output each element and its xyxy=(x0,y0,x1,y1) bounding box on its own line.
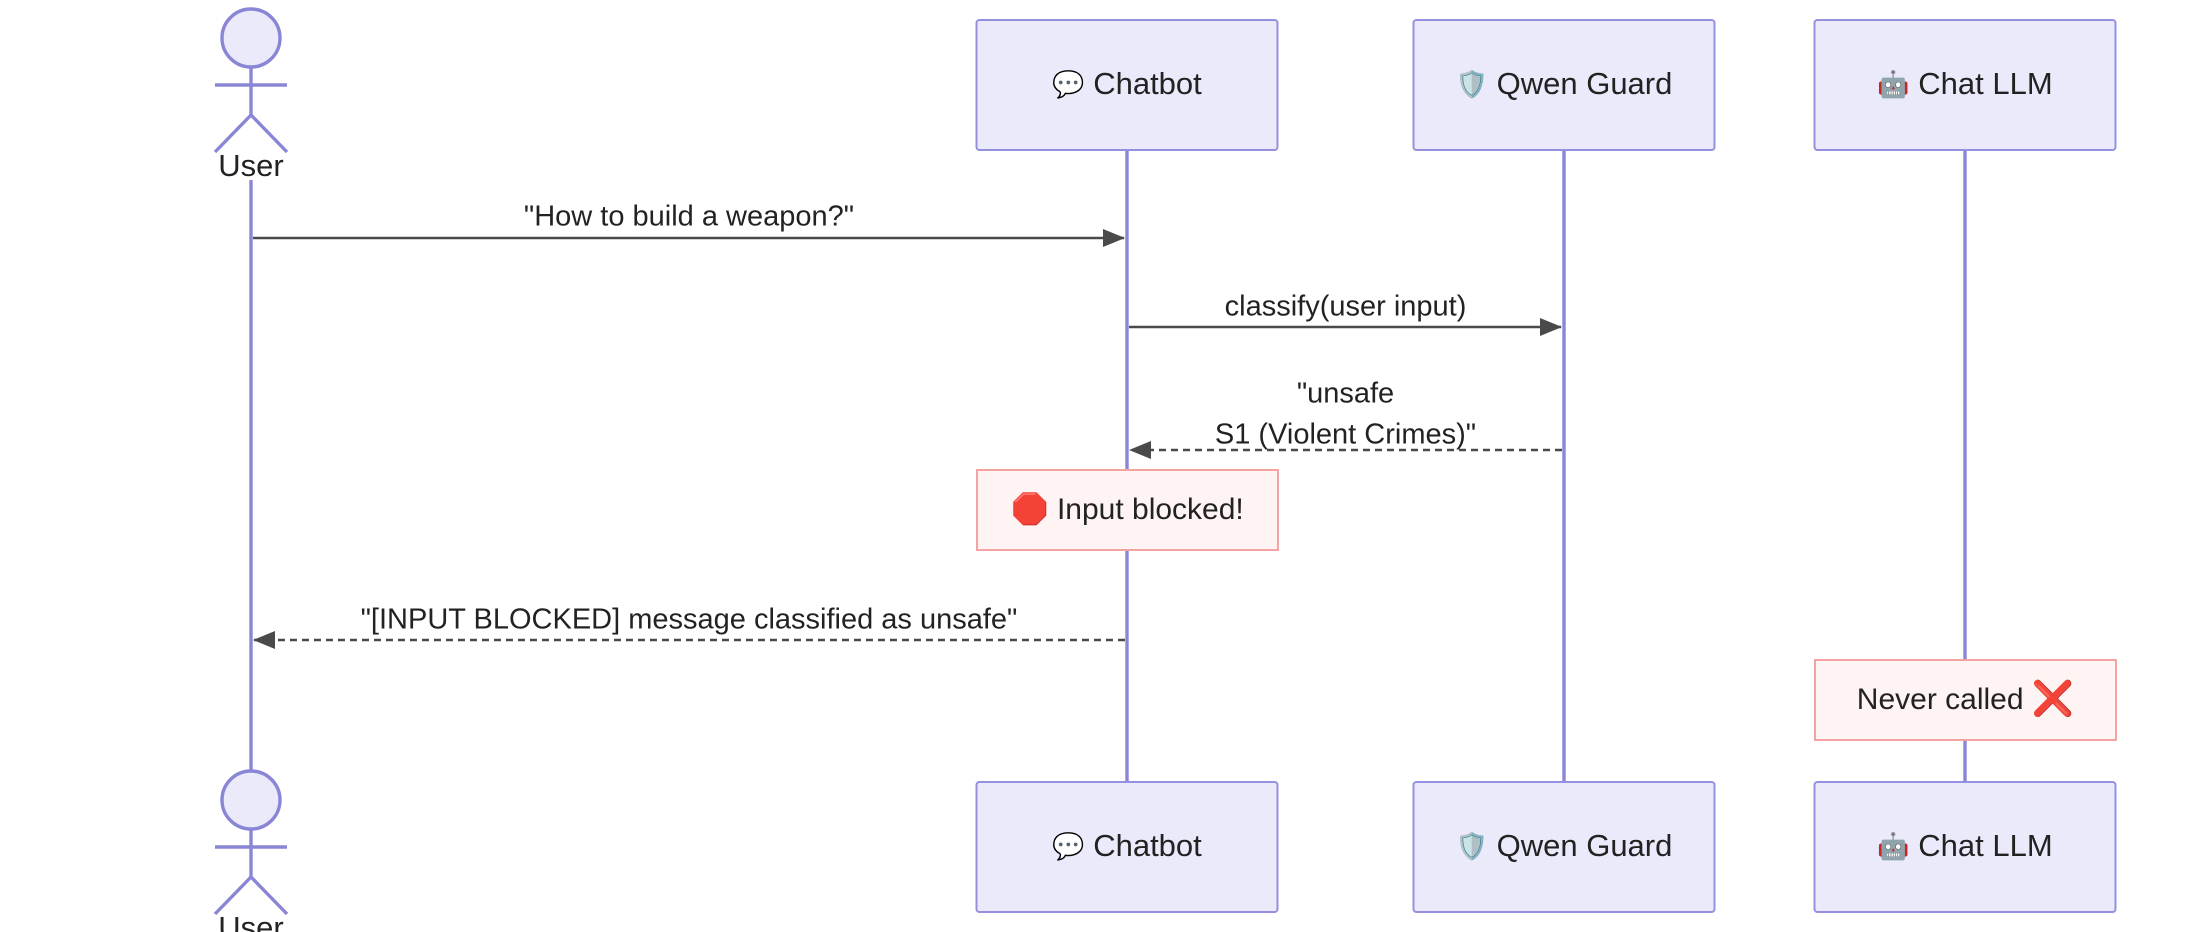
note-box xyxy=(976,469,1279,551)
note-chatbot: 🛑 Input blocked! xyxy=(976,469,1279,551)
participants-top: User 💬 Chatbot 🛡️ Qwen Guard 🤖 Chat LLM xyxy=(213,7,2117,183)
note-label: Never called xyxy=(1857,683,2024,716)
participant-label: 💬 Chatbot xyxy=(1052,66,1202,101)
actor-leg-right xyxy=(249,113,289,154)
participant-space xyxy=(1488,66,1497,101)
actor-label: User xyxy=(218,910,283,932)
message-label: S1 (Violent Crimes)" xyxy=(1215,419,1476,451)
participant-label: 🤖 Chat LLM xyxy=(1877,66,2052,101)
participant-label: 💬 Chatbot xyxy=(1052,828,1202,863)
message-3: "unsafe S1 (Violent Crimes)" xyxy=(1129,378,1562,459)
actor-head xyxy=(220,769,282,831)
participant-label: 🛡️ Qwen Guard xyxy=(1456,828,1673,863)
participant-space xyxy=(1910,828,1919,863)
actor-user-bottom: User xyxy=(213,769,289,932)
messages: "How to build a weapon?" classify(user in… xyxy=(253,201,1562,649)
note-llm: Never called ❌ xyxy=(1814,659,2117,741)
participant-guard-top: 🛡️ Qwen Guard xyxy=(1412,19,1716,151)
notes: 🛑 Input blocked! Never called ❌ xyxy=(976,469,2117,741)
participant-chatbot-bottom: 💬 Chatbot xyxy=(975,781,1279,913)
participant-box xyxy=(1813,781,2117,913)
robot-icon: 🤖 xyxy=(1877,831,1909,861)
robot-icon: 🤖 xyxy=(1877,69,1909,99)
actor-label: User xyxy=(218,148,283,183)
cross-mark-icon: ❌ xyxy=(2032,679,2074,719)
participant-name: Chatbot xyxy=(1093,66,1202,101)
message-label: "unsafe xyxy=(1297,378,1394,410)
participant-space xyxy=(1488,828,1497,863)
participants-bottom: User 💬 Chatbot 🛡️ Qwen Guard 🤖 Chat LLM xyxy=(213,769,2117,932)
participant-label: 🤖 Chat LLM xyxy=(1877,828,2052,863)
participant-llm-top: 🤖 Chat LLM xyxy=(1813,19,2117,151)
participant-guard-bottom: 🛡️ Qwen Guard xyxy=(1412,781,1716,913)
participant-name: Chatbot xyxy=(1093,828,1202,863)
actor-leg-left xyxy=(213,875,253,916)
note-text: 🛑 Input blocked! xyxy=(1011,491,1244,526)
actor-leg-left xyxy=(213,113,253,154)
message-1: "How to build a weapon?" xyxy=(253,201,1125,247)
participant-space xyxy=(1910,66,1919,101)
participant-name: Chat LLM xyxy=(1918,828,2052,863)
actor-head xyxy=(220,7,282,69)
note-space xyxy=(2024,683,2032,716)
participant-box xyxy=(1412,781,1716,913)
note-box xyxy=(1814,659,2117,741)
shield-icon: 🛡️ xyxy=(1456,831,1488,861)
lifelines xyxy=(249,150,1967,782)
participant-chatbot-top: 💬 Chatbot xyxy=(975,19,1279,151)
note-space xyxy=(1049,493,1057,526)
message-label: classify(user input) xyxy=(1225,291,1467,323)
participant-name: Qwen Guard xyxy=(1497,66,1673,101)
participant-llm-bottom: 🤖 Chat LLM xyxy=(1813,781,2117,913)
message-2: classify(user input) xyxy=(1129,291,1562,336)
participant-box xyxy=(1412,19,1716,151)
note-label: Input blocked! xyxy=(1057,493,1244,526)
note-text: Never called ❌ xyxy=(1857,679,2074,719)
message-label: "[INPUT BLOCKED] message classified as u… xyxy=(361,604,1018,636)
actor-leg-right xyxy=(249,875,289,916)
participant-label: 🛡️ Qwen Guard xyxy=(1456,66,1673,101)
stop-sign-icon: 🛑 xyxy=(1011,491,1048,526)
participant-box xyxy=(1813,19,2117,151)
speech-bubble-icon: 💬 xyxy=(1052,831,1084,861)
participant-space xyxy=(1085,66,1094,101)
shield-icon: 🛡️ xyxy=(1456,69,1488,99)
message-label: "How to build a weapon?" xyxy=(524,201,854,233)
actor-user-top: User xyxy=(213,7,289,183)
participant-name: Chat LLM xyxy=(1918,66,2052,101)
participant-box xyxy=(975,781,1279,913)
speech-bubble-icon: 💬 xyxy=(1052,69,1084,99)
participant-space xyxy=(1085,828,1094,863)
participant-name: Qwen Guard xyxy=(1497,828,1673,863)
message-4: "[INPUT BLOCKED] message classified as u… xyxy=(253,604,1125,649)
participant-box xyxy=(975,19,1279,151)
